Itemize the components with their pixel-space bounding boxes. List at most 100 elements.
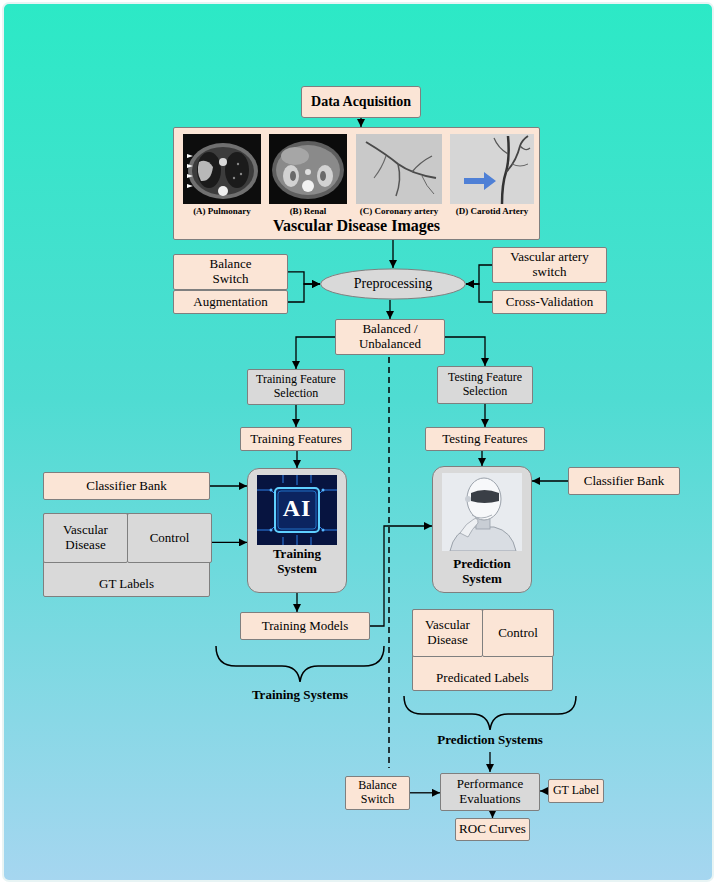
node-text: GT Labels: [99, 577, 154, 592]
option-box: Augmentation: [173, 290, 288, 314]
input-box: Classifier Bank: [568, 467, 680, 495]
flow-arrow: [484, 404, 485, 427]
node-text: Testing Features: [442, 432, 527, 447]
renal-ct-image: [276, 145, 340, 195]
table-cell: Control: [482, 609, 554, 657]
node-text: (D) Carotid Artery: [456, 206, 528, 216]
node-text: Balance Switch: [200, 257, 262, 287]
robot-image: [442, 473, 522, 551]
flow-arrow: [532, 480, 568, 481]
flow-arrow: [296, 593, 297, 612]
coronary-angiogram-image: [366, 142, 436, 178]
flow-arrow: [288, 284, 320, 302]
flow-arrow: [481, 451, 482, 466]
renal-ct-image: [302, 180, 314, 192]
flow-arrow: [295, 405, 296, 427]
option-box: Balance Switch: [345, 776, 410, 810]
node-text: Performance Evaluations: [444, 777, 536, 807]
flow-arrow: [296, 451, 297, 468]
flow-arrow: [296, 337, 335, 369]
image-thumbnail: (C) Coronary artery: [354, 134, 444, 220]
node-text: (C) Coronary artery: [360, 206, 438, 216]
flow-arrow: [445, 337, 485, 366]
node-text: Vascular Disease: [416, 618, 479, 648]
coronary-angiogram-image: [412, 156, 432, 172]
robot-image: [465, 496, 471, 502]
renal-ct-image: [269, 134, 347, 204]
carotid-angiogram-image: [464, 172, 496, 190]
coronary-angiogram-image: [396, 164, 400, 196]
flow-arrow: [410, 792, 440, 793]
coronary-angiogram-image: [374, 156, 386, 178]
group-label: Training Systems: [230, 688, 370, 703]
system-box: Prediction System: [432, 466, 532, 593]
pulmonary-ct-image: [197, 152, 221, 188]
data-box: Training Features: [240, 427, 352, 451]
leader-arrow: [489, 752, 490, 772]
node-text: Testing Feature Selection: [441, 371, 529, 399]
renal-ct-image: [305, 169, 311, 175]
divider-line: [388, 357, 390, 768]
pulmonary-ct-image: [225, 152, 249, 188]
pulmonary-ct-image: [218, 186, 228, 196]
option-box: Cross-Validation: [492, 290, 607, 314]
flow-arrow: [210, 485, 247, 486]
node-text: Training Features: [250, 432, 342, 447]
node-text: Balance Switch: [350, 779, 406, 807]
node-text: Predicated Labels: [436, 671, 529, 686]
pulmonary-ct-image: [187, 154, 193, 188]
table-cell: Vascular Disease: [412, 609, 483, 657]
label-text: Prediction Systems: [420, 733, 560, 748]
image-thumbnail: (D) Carotid Artery: [448, 134, 536, 220]
carotid-angiogram-image: [450, 134, 534, 204]
flow-arrow: [210, 542, 247, 543]
flow-arrow: [392, 240, 393, 268]
image-panel: Vascular Disease Images (A) Pulmonary (B…: [173, 127, 540, 240]
carotid-angiogram-image: [506, 136, 528, 172]
node-text: Preprocessing: [354, 276, 433, 292]
node-text: Control: [498, 626, 538, 641]
node-text: Balanced / Unbalanced: [351, 322, 429, 352]
option-box: Balance Switch: [173, 254, 288, 290]
chip-label: AI: [283, 495, 312, 523]
coronary-angiogram-image: [356, 134, 442, 204]
ai-chip-image: [270, 489, 273, 492]
flow-arrow: [360, 118, 361, 127]
renal-ct-image: [320, 171, 326, 181]
node-text: (A) Pulmonary: [193, 206, 251, 216]
coronary-angiogram-image: [422, 176, 434, 194]
pulmonary-ct-image: [183, 134, 261, 204]
brace: [216, 646, 384, 682]
renal-ct-image: [290, 171, 296, 181]
node-text: Control: [150, 531, 190, 546]
node-text: GT Label: [553, 784, 599, 798]
coronary-angiogram-image: [356, 134, 442, 204]
carotid-angiogram-image: [520, 146, 530, 150]
output-box: ROC Curves: [455, 818, 530, 841]
carotid-angiogram-image: [494, 138, 508, 154]
renal-ct-image: [283, 165, 299, 187]
robot-image: [460, 519, 478, 538]
label-table: GT Labels Vascular Disease Control: [43, 513, 210, 597]
node-text: Classifier Bank: [584, 474, 665, 489]
ai-chip-image: [257, 475, 337, 545]
table-cell: Vascular Disease: [43, 513, 128, 563]
pulmonary-ct-image: [233, 177, 235, 179]
flow-arrow: [288, 272, 320, 284]
flow-arrow: [492, 811, 493, 818]
ellipse-outline: [321, 269, 466, 299]
process-box: Training Feature Selection: [247, 369, 345, 405]
carotid-angiogram-image: [450, 134, 534, 204]
page-ground: [3, 3, 713, 881]
process-box: Performance Evaluations: [440, 773, 540, 811]
node-text: ROC Curves: [459, 822, 526, 837]
renal-ct-image: [272, 141, 344, 199]
ai-chip-image: [322, 489, 325, 492]
ai-chip-image: [270, 529, 273, 532]
pulmonary-ct-image: [219, 158, 227, 166]
renal-ct-image: [269, 134, 347, 204]
node-text: Augmentation: [193, 295, 267, 310]
label-text: Training Systems: [230, 688, 370, 703]
robot-image: [472, 515, 492, 518]
pulmonary-ct-image: [237, 163, 239, 165]
